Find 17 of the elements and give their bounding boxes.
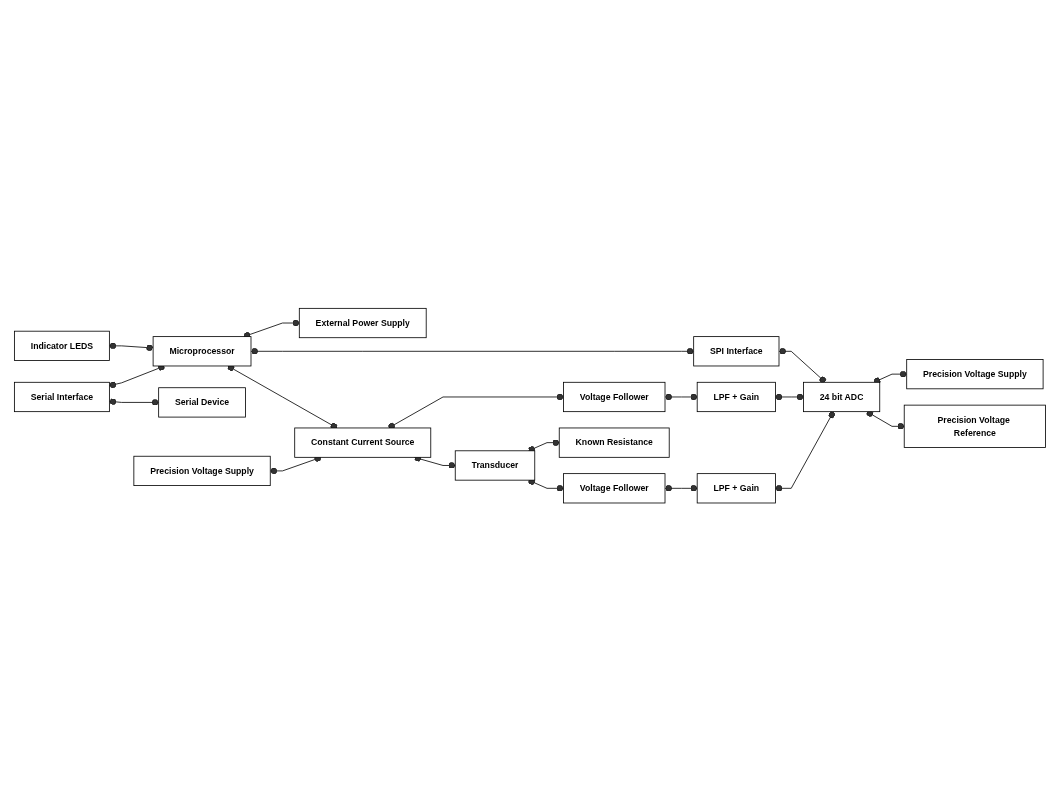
node-box: LPF + Gain <box>696 473 776 504</box>
node-box: Precision Voltage Supply <box>905 359 1043 390</box>
node-box: Serial Device <box>157 387 246 418</box>
node-box: Serial Interface <box>13 382 110 413</box>
node-box: Voltage Follower <box>562 473 665 504</box>
node-box: Precision Voltage Supply <box>132 456 271 487</box>
node-box: SPI Interface <box>692 336 779 367</box>
node-box: Known Resistance <box>558 427 670 459</box>
node-box: Indicator LEDS <box>13 331 110 362</box>
node-box: Precision Voltage Reference <box>903 405 1046 449</box>
node-box: 24 bit ADC <box>802 382 880 413</box>
node-box: Transducer <box>454 450 535 481</box>
node-box: LPF + Gain <box>696 382 776 413</box>
node-box: Constant Current Source <box>293 427 431 459</box>
node-box: Microprocessor <box>152 336 251 367</box>
node-box: External Power Supply <box>298 308 427 339</box>
node-box: Voltage Follower <box>562 382 665 413</box>
